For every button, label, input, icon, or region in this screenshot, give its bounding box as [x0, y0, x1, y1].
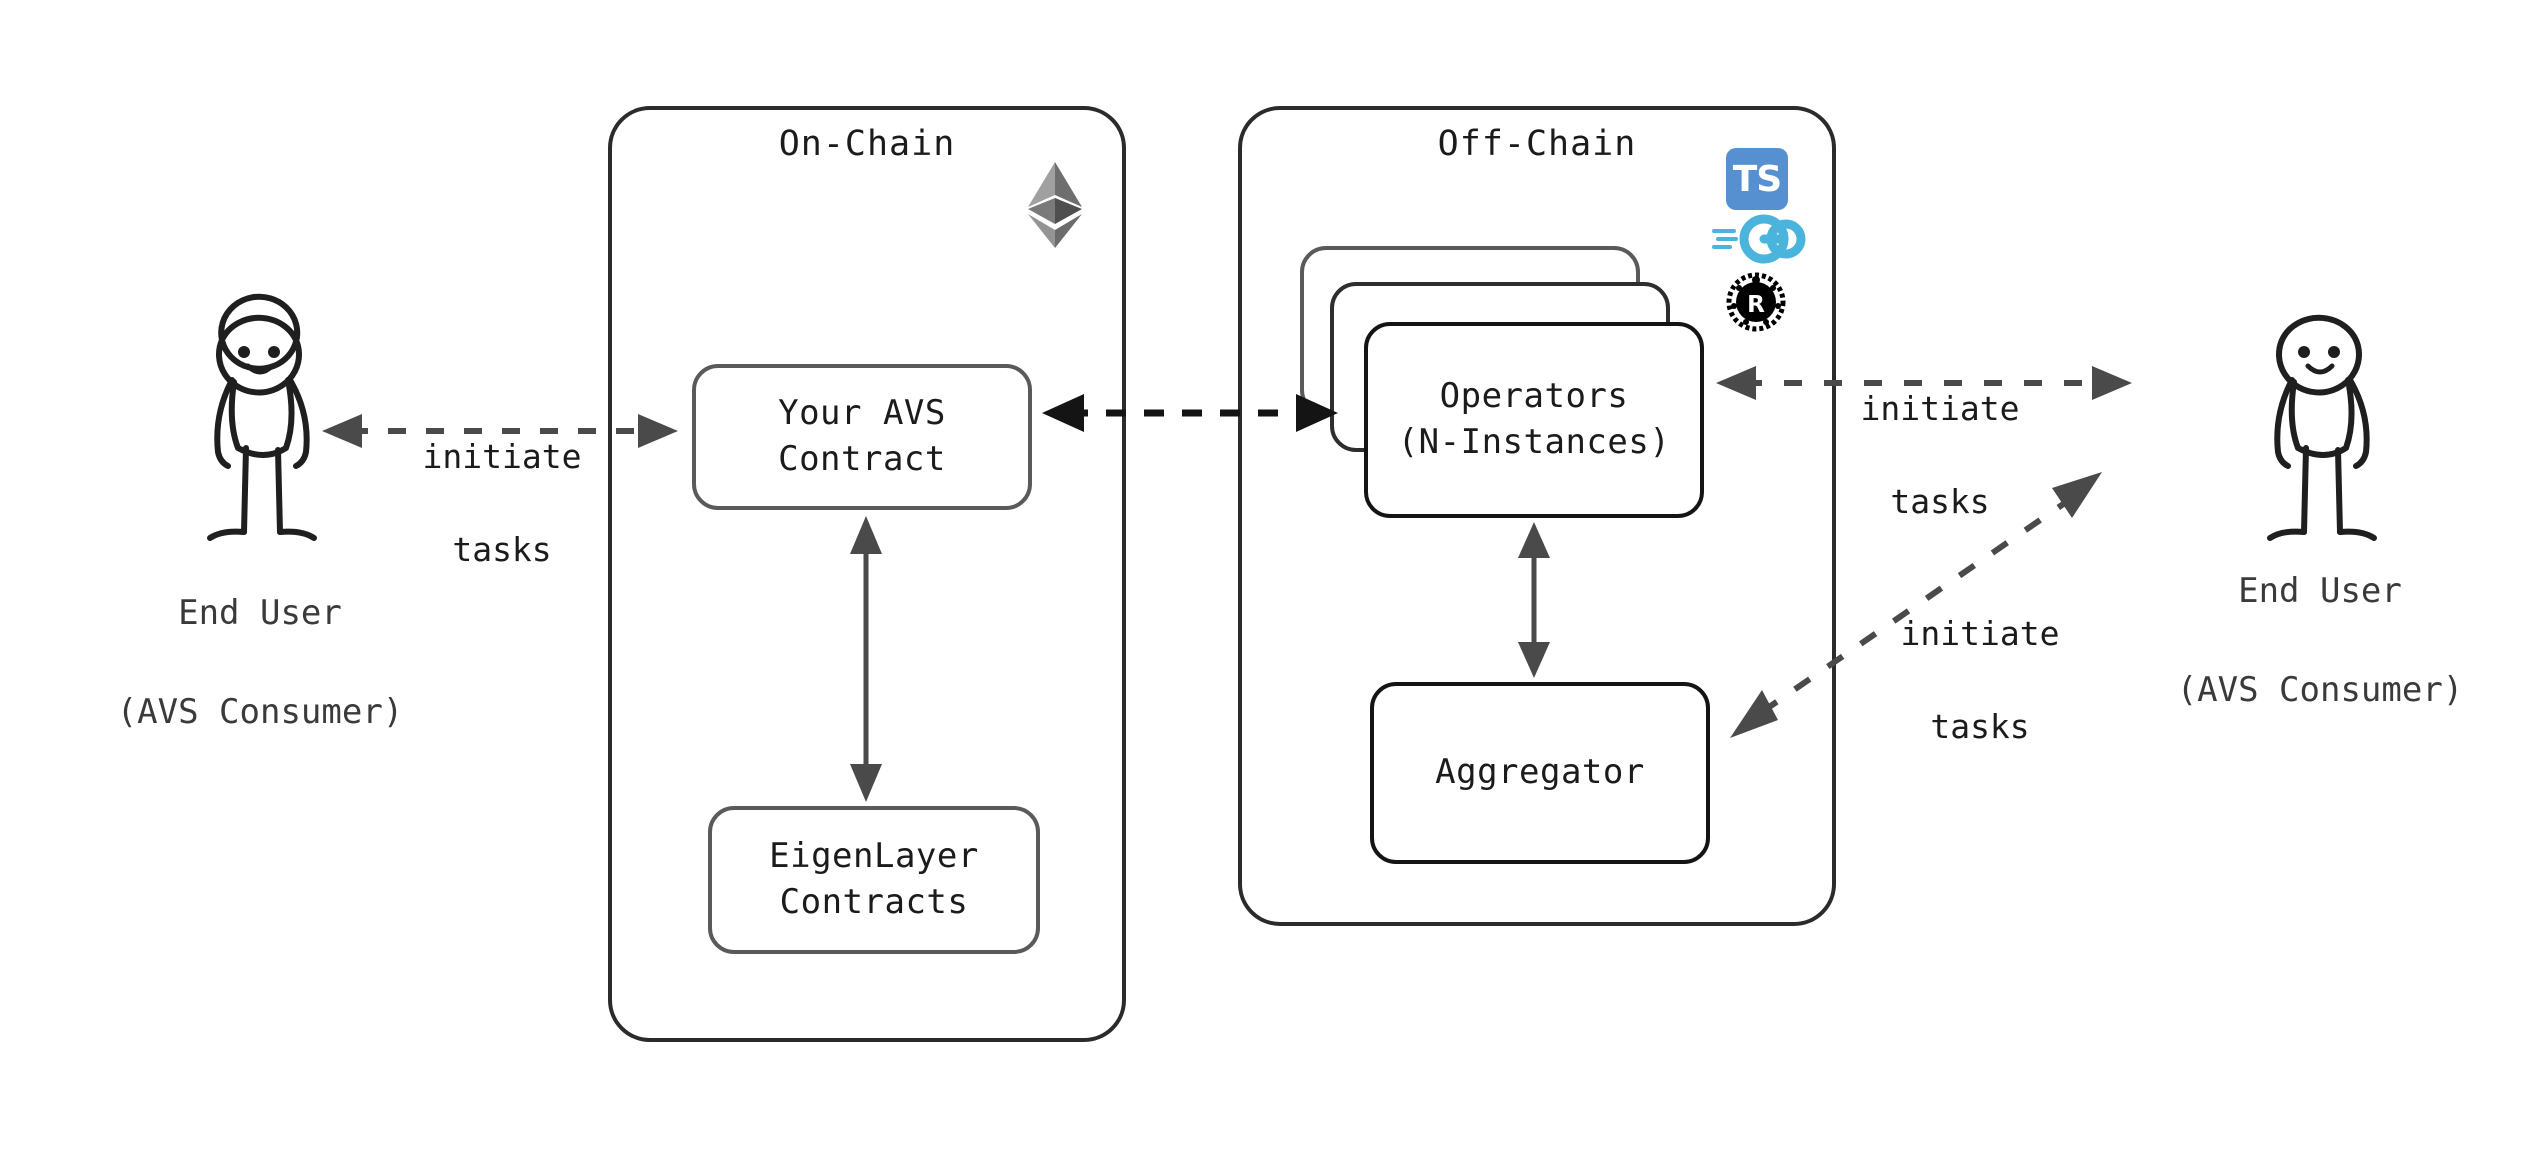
typescript-logo: TS: [1726, 148, 1788, 210]
node-your-avs-contract[interactable]: Your AVS Contract: [692, 364, 1032, 510]
edge-label-aggregator-to-user-right-line1: initiate: [1900, 614, 2060, 654]
edge-label-operators-to-user-right-line2: tasks: [1890, 481, 1990, 521]
label-end-user-right-line1: End User: [2238, 571, 2402, 612]
label-end-user-left-line1: End User: [178, 593, 342, 634]
edge-operators-to-aggregator: [1504, 520, 1564, 680]
svg-text:R: R: [1747, 292, 1765, 318]
edge-avs-to-eigenlayer: [836, 514, 896, 804]
node-aggregator-line1: Aggregator: [1435, 752, 1645, 793]
edge-user-left-to-avs: [320, 408, 680, 454]
edge-label-user-left-to-avs-line2: tasks: [452, 529, 552, 569]
label-end-user-right-line2: (AVS Consumer): [2176, 669, 2464, 710]
avatar-end-user-left: [160, 293, 360, 541]
rust-logo: R: [1726, 272, 1786, 332]
label-end-user-left: End User (AVS Consumer): [60, 540, 460, 786]
go-logo: [1712, 214, 1806, 264]
node-eigenlayer-contracts-line1: EigenLayer: [769, 836, 979, 877]
edge-label-operators-to-user-right: initiate tasks: [1790, 340, 2090, 571]
node-your-avs-contract-line1: Your AVS: [778, 393, 946, 434]
node-operators-line2: (N-Instances): [1397, 422, 1671, 462]
label-end-user-left-line2: (AVS Consumer): [116, 691, 404, 732]
region-on-chain-title: On-Chain: [778, 124, 956, 164]
label-end-user-right: End User (AVS Consumer): [2120, 518, 2520, 764]
edge-label-operators-to-user-right-line1: initiate: [1860, 389, 2020, 429]
typescript-logo-label: TS: [1732, 158, 1782, 200]
edge-label-aggregator-to-user-right-line2: tasks: [1930, 706, 2030, 746]
ethereum-logo: [1024, 160, 1086, 250]
node-eigenlayer-contracts-line2: Contracts: [779, 882, 969, 922]
node-eigenlayer-contracts[interactable]: EigenLayer Contracts: [708, 806, 1040, 954]
edge-label-user-left-to-avs-line1: initiate: [422, 437, 582, 477]
avatar-end-user-right: [2220, 300, 2420, 541]
edge-label-user-left-to-avs: initiate tasks: [352, 388, 652, 619]
edge-aggregator-to-user-right: [1700, 450, 2130, 760]
node-operators[interactable]: Operators (N-Instances): [1364, 322, 1704, 518]
node-your-avs-contract-line2: Contract: [778, 439, 946, 479]
node-aggregator[interactable]: Aggregator: [1370, 682, 1710, 864]
node-operators-line1: Operators: [1439, 376, 1629, 417]
edge-avs-to-operators: [1040, 390, 1340, 436]
edge-label-aggregator-to-user-right: initiate tasks: [1830, 565, 2130, 796]
edge-operators-to-user-right: [1714, 360, 2134, 406]
region-off-chain-title: Off-Chain: [1437, 124, 1637, 164]
